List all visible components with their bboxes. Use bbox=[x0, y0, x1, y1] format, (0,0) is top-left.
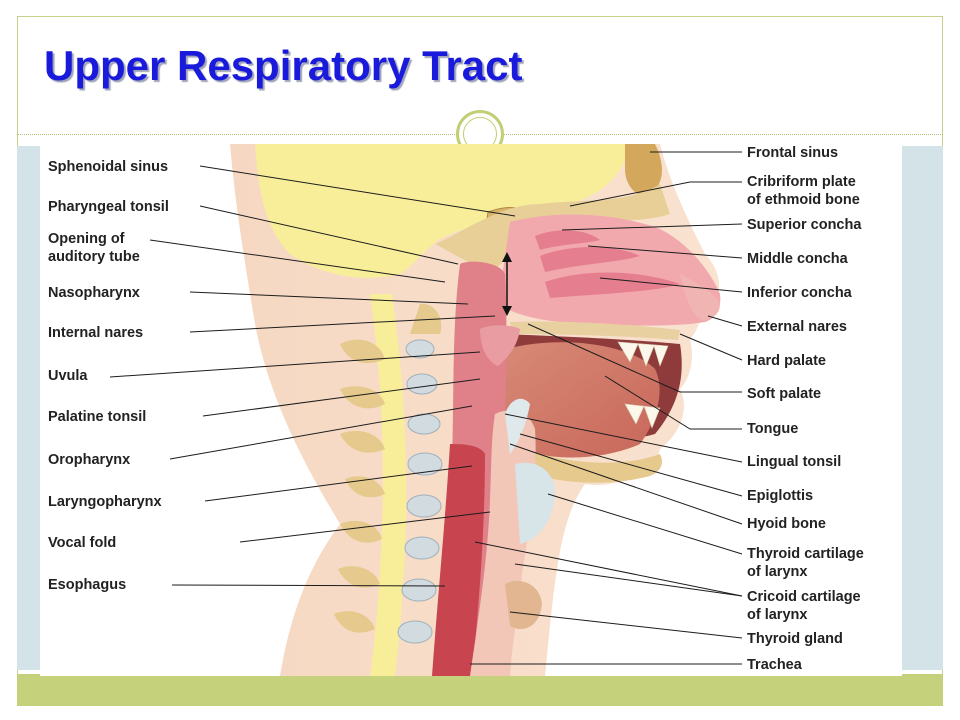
label-cricoid-cartilage-line1: Cricoid cartilage bbox=[747, 589, 861, 605]
label-internal-nares: Internal nares bbox=[48, 325, 143, 341]
hard-palate-shape bbox=[510, 321, 680, 340]
tongue-shape bbox=[498, 342, 660, 458]
label-middle-concha: Middle concha bbox=[747, 251, 849, 267]
label-hyoid-bone: Hyoid bone bbox=[747, 516, 826, 532]
label-vocal-fold: Vocal fold bbox=[48, 535, 116, 551]
sagittal-head-illustration: Sphenoidal sinus Pharyngeal tonsil Openi… bbox=[48, 144, 864, 676]
vertebral-bone bbox=[334, 303, 442, 633]
label-nasopharynx: Nasopharynx bbox=[48, 285, 140, 301]
vertebrae bbox=[397, 339, 443, 644]
soft-palate-shape bbox=[480, 325, 520, 366]
label-opening-auditory-tube-line2: auditory tube bbox=[48, 249, 140, 265]
label-epiglottis: Epiglottis bbox=[747, 488, 813, 504]
label-esophagus: Esophagus bbox=[48, 577, 126, 593]
label-palatine-tonsil: Palatine tonsil bbox=[48, 409, 146, 425]
label-cricoid-cartilage-line2: of larynx bbox=[747, 607, 807, 623]
label-thyroid-cartilage-line1: Thyroid cartilage bbox=[747, 546, 864, 562]
label-cribriform-plate-line2: of ethmoid bone bbox=[747, 192, 860, 208]
label-inferior-concha: Inferior concha bbox=[747, 285, 853, 301]
label-opening-auditory-tube-line1: Opening of bbox=[48, 231, 125, 247]
label-hard-palate: Hard palate bbox=[747, 353, 826, 369]
label-external-nares: External nares bbox=[747, 319, 847, 335]
left-leader-lines bbox=[109, 165, 516, 587]
label-cribriform-plate-line1: Cribriform plate bbox=[747, 174, 856, 190]
right-leader-lines bbox=[470, 151, 743, 665]
anatomy-figure: Sphenoidal sinus Pharyngeal tonsil Openi… bbox=[40, 144, 902, 676]
thyroid-cartilage-shape bbox=[515, 462, 555, 544]
label-lingual-tonsil: Lingual tonsil bbox=[747, 454, 841, 470]
epiglottis-shape bbox=[505, 398, 530, 454]
label-tongue: Tongue bbox=[747, 421, 798, 437]
label-trachea: Trachea bbox=[747, 657, 803, 673]
esophagus-shape bbox=[432, 444, 485, 676]
brain-region bbox=[255, 144, 630, 278]
label-laryngopharynx: Laryngopharynx bbox=[48, 494, 162, 510]
label-thyroid-gland: Thyroid gland bbox=[747, 631, 843, 647]
label-pharyngeal-tonsil: Pharyngeal tonsil bbox=[48, 199, 169, 215]
label-uvula: Uvula bbox=[48, 368, 88, 384]
spinal-cord bbox=[370, 294, 407, 676]
lower-teeth bbox=[624, 403, 661, 429]
upper-teeth bbox=[617, 341, 669, 367]
frontal-sinus-shape bbox=[625, 144, 662, 195]
label-soft-palate: Soft palate bbox=[747, 386, 821, 402]
nose-tip bbox=[680, 274, 720, 320]
label-superior-concha: Superior concha bbox=[747, 217, 862, 233]
label-thyroid-cartilage-line2: of larynx bbox=[747, 564, 807, 580]
middle-concha-shape bbox=[540, 247, 640, 272]
label-sphenoidal-sinus: Sphenoidal sinus bbox=[48, 159, 168, 175]
label-frontal-sinus: Frontal sinus bbox=[747, 145, 838, 161]
slide-title: Upper Respiratory Tract bbox=[44, 42, 523, 89]
left-side-band bbox=[17, 146, 40, 670]
right-side-band bbox=[902, 146, 943, 670]
label-oropharynx: Oropharynx bbox=[48, 452, 130, 468]
superior-concha-shape bbox=[535, 230, 600, 250]
thyroid-gland-shape bbox=[505, 580, 542, 630]
inferior-concha-shape bbox=[545, 272, 680, 298]
bottom-accent-band bbox=[17, 674, 943, 706]
